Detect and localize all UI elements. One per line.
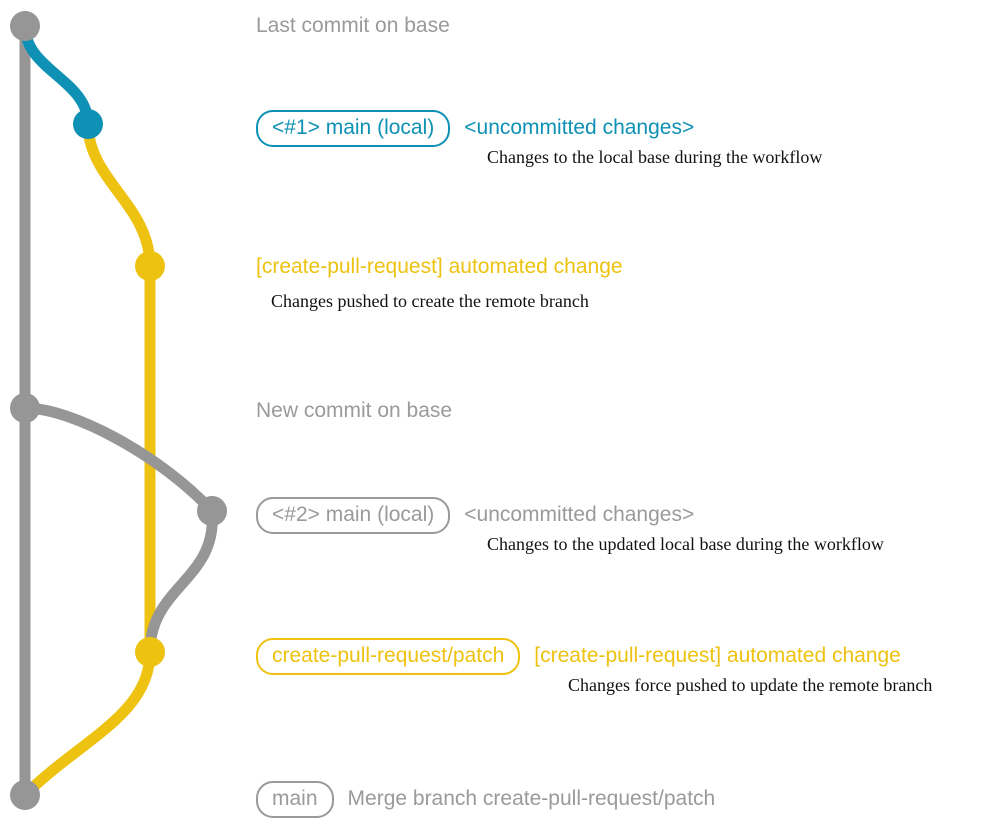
branch-badge-patch-label: create-pull-request/patch: [256, 638, 521, 675]
commit-node-base-new[interactable]: [10, 393, 40, 423]
row-local-1: <#1> main (local) <uncommitted changes>: [256, 110, 694, 147]
commit-subtext-patch-2: Changes force pushed to update the remot…: [568, 675, 933, 695]
commit-node-local-2[interactable]: [197, 496, 227, 526]
commit-node-base-last[interactable]: [10, 11, 40, 41]
commit-message-base-new: New commit on base: [256, 399, 453, 422]
branch-badge-main[interactable]: main: [256, 781, 334, 818]
row-last-commit-on-base: Last commit on base: [256, 13, 450, 39]
commit-node-patch-2[interactable]: [135, 637, 165, 667]
branch-badge-main-label: main: [256, 781, 334, 818]
branch-badge-local-2-label: <#2> main (local): [256, 497, 451, 534]
branch-badge-local-1-label: <#1> main (local): [256, 110, 451, 147]
commit-subtext-patch-1: Changes pushed to create the remote bran…: [271, 291, 589, 311]
commit-message-patch-1: [create-pull-request] automated change: [256, 255, 623, 278]
branch-badge-local-1[interactable]: <#1> main (local): [256, 110, 451, 147]
commit-subtext-local-1: Changes to the local base during the wor…: [487, 147, 823, 167]
commit-node-base-merge[interactable]: [10, 780, 40, 810]
local-branch-line-blue: [19, 20, 94, 130]
local-branch-line-gray-out: [19, 402, 218, 517]
commit-message-patch-2: [create-pull-request] automated change: [534, 644, 901, 667]
commit-message-base-last: Last commit on base: [256, 14, 450, 37]
commit-node-patch-1[interactable]: [135, 251, 165, 281]
row-patch-1: [create-pull-request] automated change: [256, 254, 623, 280]
row-merge: main Merge branch create-pull-request/pa…: [256, 781, 715, 818]
commit-message-merge: Merge branch create-pull-request/patch: [347, 787, 716, 810]
patch-branch-line-yellow-upper: [82, 118, 156, 272]
patch-merge-line-yellow: [19, 646, 156, 801]
commit-message-local-2: <uncommitted changes>: [464, 503, 695, 526]
commit-node-local-1[interactable]: [73, 109, 103, 139]
commit-message-local-1: <uncommitted changes>: [464, 116, 695, 139]
row-new-commit-on-base: New commit on base: [256, 398, 452, 424]
local-branch-line-gray-back: [144, 505, 218, 658]
commit-subtext-local-2: Changes to the updated local base during…: [487, 534, 884, 554]
branch-badge-patch[interactable]: create-pull-request/patch: [256, 638, 521, 675]
row-local-2: <#2> main (local) <uncommitted changes>: [256, 497, 694, 534]
branch-badge-local-2[interactable]: <#2> main (local): [256, 497, 451, 534]
row-patch-2: create-pull-request/patch [create-pull-r…: [256, 638, 901, 675]
